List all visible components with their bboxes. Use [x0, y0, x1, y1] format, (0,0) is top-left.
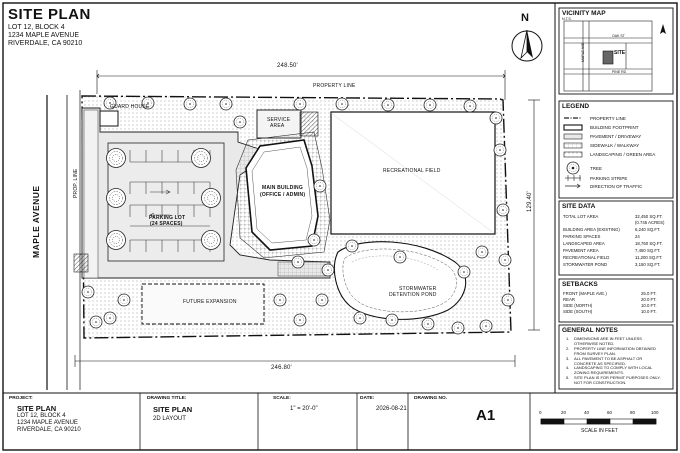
- vicinity-pine-rd: PINE RD: [612, 70, 627, 74]
- project-heading: PROJECT:: [9, 396, 33, 401]
- dim-right: 129.40': [527, 191, 533, 212]
- vicinity-map-title: VICINITY MAP: [562, 10, 606, 17]
- header-line-2: 1234 MAPLE AVENUE: [8, 32, 80, 39]
- main-building-label: MAIN BUILDING: [262, 185, 303, 191]
- vicinity-site-label: SITE: [614, 50, 626, 56]
- date-heading: DATE:: [360, 396, 375, 401]
- legend-label: TREE: [590, 166, 603, 171]
- legend-label: LANDSCAPING / GREEN AREA: [590, 152, 656, 157]
- vicinity-map: [563, 20, 666, 92]
- parking-lot-label: PARKING LOT: [149, 215, 186, 221]
- property-line-label: PROPERTY LINE: [313, 83, 356, 89]
- future-expansion: [141, 283, 265, 325]
- street-label: MAPLE AVENUE: [31, 185, 41, 258]
- legend-label: DIRECTION OF TRAFFIC: [590, 184, 643, 189]
- header-line-3: RIVERDALE, CA 90210: [8, 40, 83, 47]
- scale-heading: SCALE:: [273, 396, 291, 401]
- site-data-title: SITE DATA: [562, 203, 596, 210]
- legend-label: PARKING STRIPE: [590, 176, 628, 181]
- guard-house-label: GUARD HOUSE: [110, 104, 150, 110]
- drawing-no-heading: DRAWING NO.: [414, 396, 448, 401]
- note-item: 5.SITE PLAN IS FOR PERMIT PURPOSES ONLY.…: [566, 375, 661, 386]
- drawing-subtitle: 2D LAYOUT: [153, 416, 186, 422]
- scale-bar: [540, 418, 657, 425]
- dim-top: 248.50': [277, 63, 298, 69]
- service-area-label-2: AREA: [270, 123, 285, 129]
- setback-row: SIDE (SOUTH)10.0 FT.: [563, 309, 657, 314]
- north-label: N: [521, 12, 529, 24]
- stormwater-sublabel: DETENTION POND: [389, 292, 437, 298]
- date-value: 2026-08-21: [376, 406, 407, 412]
- dimension-lines: [74, 70, 540, 367]
- stormwater-pond: [333, 241, 467, 320]
- scale-value: 1" = 20'-0": [290, 406, 318, 412]
- property-line-left-label: PROP. LINE: [73, 168, 79, 198]
- setback-row: FRONT (MAPLE AVE.)25.0 FT.: [563, 291, 657, 296]
- project-line-1: LOT 12, BLOCK 4: [17, 413, 66, 419]
- scale-tick: 60: [607, 410, 613, 415]
- legend-icons: [563, 117, 583, 189]
- drawing-title-heading: DRAWING TITLE:: [147, 396, 187, 401]
- drawing-number: A1: [476, 407, 496, 424]
- stormwater-label: STORMWATER: [399, 286, 437, 292]
- general-notes-title: GENERAL NOTES: [562, 327, 618, 334]
- drawing-title: SITE PLAN: [153, 405, 193, 414]
- project-title: SITE PLAN: [17, 404, 57, 413]
- site-data-row: BUILDING AREA (EXISTING)6,240 SQ.FT.: [563, 227, 661, 232]
- scale-tick: 80: [630, 410, 636, 415]
- legend-label: PAVEMENT / DRIVEWAY: [590, 134, 642, 139]
- vicinity-maple-ave: MAPLE AVE: [581, 42, 585, 62]
- service-area-label: SERVICE: [267, 117, 291, 123]
- scale-tick: 40: [584, 410, 590, 415]
- page-title: SITE PLAN: [8, 6, 91, 23]
- legend-label: PROPERTY LINE: [590, 116, 626, 121]
- north-arrow-icon: [511, 29, 543, 62]
- legend-label: SIDEWALK / WALKWAY: [590, 143, 640, 148]
- recreational-field-label: RECREATIONAL FIELD: [383, 168, 441, 174]
- scale-tick: 0: [539, 410, 542, 415]
- setback-row: SIDE (NORTH)10.0 FT.: [563, 303, 657, 308]
- dim-bottom: 246.80': [271, 365, 292, 371]
- parking-lot-sublabel: (24 SPACES): [150, 221, 183, 227]
- scale-tick: 100: [651, 410, 659, 415]
- scale-caption: SCALE IN FEET: [581, 428, 618, 434]
- setbacks-title: SETBACKS: [562, 281, 598, 288]
- main-building: [245, 139, 319, 251]
- guard-house: [99, 110, 119, 127]
- future-expansion-label: FUTURE EXPANSION: [183, 299, 237, 305]
- site-data-row: (0.745 ACRES): [635, 220, 665, 225]
- legend-title: LEGEND: [562, 103, 590, 110]
- project-line-3: RIVERDALE, CA 90210: [17, 427, 81, 433]
- scale-tick: 20: [561, 410, 567, 415]
- main-building-sublabel: (OFFICE / ADMIN): [260, 192, 306, 198]
- project-line-2: 1234 MAPLE AVENUE: [17, 420, 78, 426]
- vicinity-scale: N.T.S.: [562, 17, 572, 21]
- vicinity-oak-st: OAK ST: [612, 34, 625, 38]
- header-line-1: LOT 12, BLOCK 4: [8, 24, 65, 31]
- legend-label: BUILDING FOOTPRINT: [590, 125, 639, 130]
